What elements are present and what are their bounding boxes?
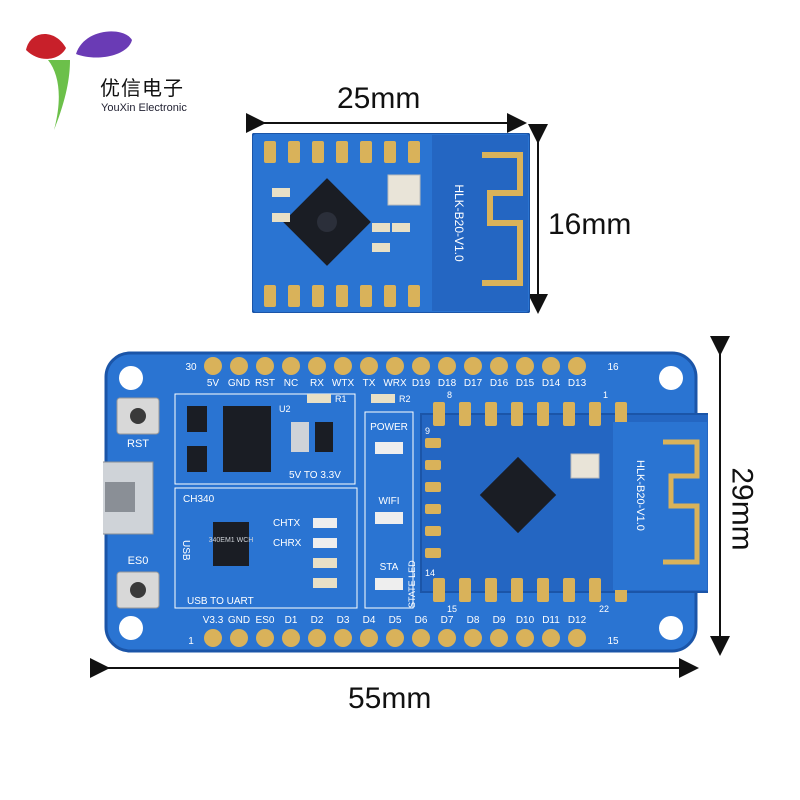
top-pin-label: TX (363, 378, 376, 389)
power-led (375, 442, 403, 454)
top-header-pins (204, 357, 586, 375)
top-pin-label: D14 (542, 378, 561, 389)
u2-label: U2 (279, 404, 291, 414)
led-box (364, 411, 414, 609)
wifi-label: WIFI (378, 496, 399, 507)
mount-hole (659, 616, 683, 640)
power-label: POWER (370, 422, 408, 433)
top-pin-label: NC (284, 378, 298, 389)
module-antenna-trace (482, 152, 523, 286)
pin-number-16: 16 (607, 362, 619, 373)
embedded-antenna-label: HLK-B20-V1.0 (634, 460, 646, 531)
bottom-pin-label: D12 (568, 615, 587, 626)
logo (20, 20, 140, 140)
bottom-header-pins (204, 629, 586, 647)
top-pin-label: WRX (383, 378, 407, 389)
module-pin-1: 1 (603, 390, 608, 400)
mount-hole (119, 616, 143, 640)
top-pin-label: 5V (207, 378, 220, 389)
module-antenna-label: HLK-B20-V1.0 (452, 184, 466, 262)
rst-label: RST (127, 438, 149, 450)
top-pin-label: RX (310, 378, 324, 389)
brand-name-en: YouXin Electronic (101, 102, 187, 114)
sta-label: STA (380, 562, 399, 573)
module-bottom-pads (264, 285, 420, 307)
top-pin-label: D19 (412, 378, 431, 389)
bottom-pin-label: D3 (337, 615, 350, 626)
top-pin-label: D13 (568, 378, 587, 389)
bottom-pin-label: D4 (363, 615, 376, 626)
usb-to-uart-label: USB TO UART (187, 596, 254, 607)
top-pin-label: D17 (464, 378, 483, 389)
bottom-pin-label: D2 (311, 615, 324, 626)
usb-label: USB (180, 540, 191, 561)
chtx-label: CHTX (273, 518, 301, 529)
mount-hole (659, 366, 683, 390)
top-pin-label: RST (255, 378, 275, 389)
ch340-label: CH340 (183, 494, 215, 505)
bottom-pin-label: D9 (493, 615, 506, 626)
top-pin-label: GND (228, 378, 250, 389)
regulator-label: 5V TO 3.3V (289, 470, 341, 481)
rst-button[interactable] (116, 397, 160, 435)
chrx-label: CHRX (273, 538, 302, 549)
embedded-module: HLK-B20-V1.0 8 1 9 14 15 22 (420, 390, 708, 614)
pin-number-30: 30 (185, 362, 197, 373)
module-pin-9: 9 (425, 426, 430, 436)
regulator-outline (174, 393, 356, 485)
mount-hole (119, 366, 143, 390)
bottom-pin-label: D11 (542, 615, 560, 626)
usb-uart-outline (174, 487, 358, 609)
bottom-pin-label: ES0 (256, 615, 275, 626)
wifi-led (375, 512, 403, 524)
bottom-pin-label: V3.3 (203, 615, 224, 626)
es0-button[interactable] (116, 571, 160, 609)
ic-code: 340EM1 WCH (209, 537, 254, 544)
bottom-pin-label: D5 (389, 615, 402, 626)
es0-label: ES0 (128, 555, 149, 567)
module-width-label: 25mm (337, 82, 421, 115)
top-pin-label: D18 (438, 378, 457, 389)
r1-label: R1 (335, 394, 347, 404)
ch340-chip (213, 522, 249, 566)
brand-logo-icon (26, 31, 132, 130)
module-height-label: 16mm (548, 208, 632, 241)
bottom-pin-label: D7 (441, 615, 454, 626)
board-width-label: 55mm (348, 682, 432, 715)
bottom-pin-label: D1 (285, 615, 298, 626)
brand-name-cn: 优信电子 (100, 76, 184, 100)
bottom-pin-label: D6 (415, 615, 428, 626)
module-pin-14: 14 (425, 568, 435, 578)
state-led-label: STATE LED (407, 560, 417, 608)
dev-board: 30 16 5V GND RST NC RX WTX TX WRX D19 D1… (103, 351, 708, 653)
bottom-pin-label: GND (228, 615, 250, 626)
module-pin-15: 15 (447, 604, 457, 614)
top-pin-label: D16 (490, 378, 509, 389)
pin-number-1: 1 (188, 636, 194, 647)
module-pin-8: 8 (447, 390, 452, 400)
wifi-module-top: HLK-B20-V1.0 (252, 133, 530, 313)
regulator-chip (223, 406, 271, 472)
top-pin-label: WTX (332, 378, 355, 389)
bottom-pin-label: D10 (516, 615, 535, 626)
r2-label: R2 (399, 394, 411, 404)
pin-number-15: 15 (607, 636, 619, 647)
top-pin-label: D15 (516, 378, 535, 389)
sta-led (375, 578, 403, 590)
module-pin-22: 22 (599, 604, 609, 614)
bottom-pin-label: D8 (467, 615, 480, 626)
micro-usb-port[interactable] (103, 461, 154, 535)
